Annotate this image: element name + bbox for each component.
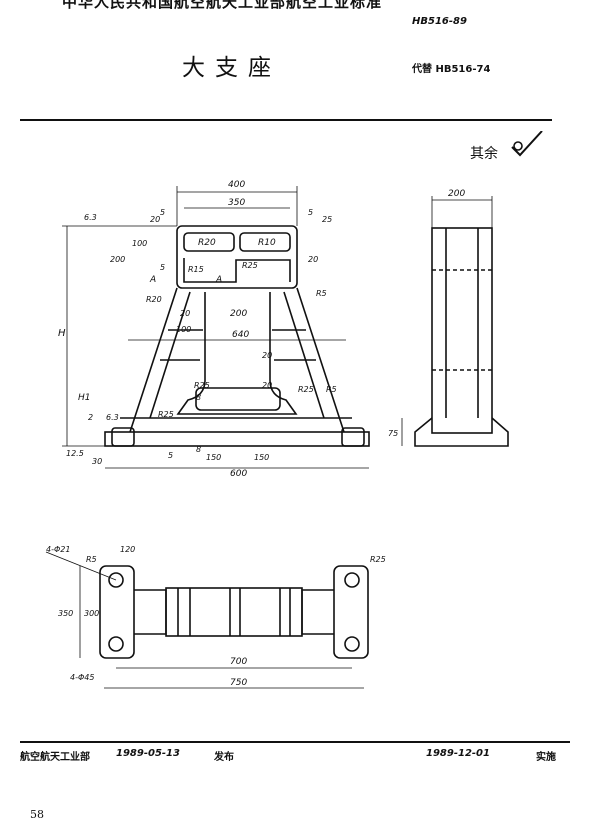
roughness-label: 其余	[470, 146, 498, 162]
plan-dim-350: 350	[58, 609, 73, 618]
dim-H: H	[58, 328, 66, 339]
section-A-right: A	[215, 275, 222, 285]
footer-rule	[20, 741, 570, 743]
org-header: 中华人民共和国航空航天工业部航空工业标准	[62, 0, 383, 11]
side-dim-200: 200	[448, 189, 465, 199]
plan-view	[99, 565, 369, 659]
dim-R25b: R25	[194, 381, 210, 390]
plan-dim-700: 700	[230, 657, 247, 667]
dim-600: 600	[230, 469, 247, 479]
footer-issue-label: 发布	[214, 752, 234, 763]
dim-150a: 150	[206, 453, 221, 462]
dim-8a: 8	[196, 393, 201, 402]
dim-200h: 200	[230, 309, 247, 319]
dim-R5: R5	[316, 289, 327, 298]
front-view	[104, 225, 370, 447]
dim-5c: 5	[160, 263, 165, 272]
dim-150b: 150	[254, 453, 269, 462]
dim-8b: 8	[196, 445, 201, 454]
standard-number: HB516-89	[412, 16, 467, 27]
footer-impl-date: 1989-12-01	[426, 748, 490, 759]
roughness-note: 其余	[470, 131, 543, 163]
dim-30: 30	[92, 457, 102, 466]
plan-4-phi21: 4-Φ21	[46, 545, 70, 554]
dim-12-5: 12.5	[66, 449, 84, 458]
dim-20b: 20	[308, 255, 318, 264]
page-title: 大支座	[182, 55, 281, 81]
dim-640: 640	[232, 330, 249, 340]
dim-R25d: R25	[158, 410, 174, 419]
dim-25: 25	[322, 215, 332, 224]
dim-R25c: R25	[298, 385, 314, 394]
dim-R15: R15	[188, 265, 204, 274]
dim-200v: 200	[110, 255, 125, 264]
dim-20c: 20	[180, 309, 190, 318]
dim-H1: H1	[78, 393, 91, 403]
dim-350: 350	[228, 198, 245, 208]
plan-dim-120: 120	[120, 545, 135, 554]
plan-dim-300: 300	[84, 609, 99, 618]
dim-R25a: R25	[242, 261, 258, 270]
dim-20e: 20	[262, 381, 272, 390]
page-number: 58	[30, 808, 44, 821]
dim-400: 400	[228, 180, 245, 190]
plan-dim-750: 750	[230, 678, 247, 688]
section-A-left: A	[149, 275, 156, 285]
plan-R25: R25	[370, 555, 386, 564]
dim-100b: 100	[176, 325, 191, 334]
plan-R5: R5	[86, 555, 97, 564]
dim-2: 2	[88, 413, 93, 422]
dim-20d: 20	[262, 351, 272, 360]
dim-R20b: R20	[146, 295, 162, 304]
dim-R10: R10	[258, 238, 276, 248]
side-dim-75: 75	[388, 429, 398, 438]
dim-20a: 20	[150, 215, 160, 224]
dim-6-3b: 6.3	[106, 413, 119, 422]
roughness-symbol-icon	[511, 131, 543, 157]
plan-4-phi45: 4-Φ45	[70, 673, 94, 682]
dim-6-3a: 6.3	[84, 213, 97, 222]
dim-5b: 5	[308, 208, 313, 217]
dim-5a: 5	[160, 208, 165, 217]
dim-R5b: R5	[326, 385, 337, 394]
footer-issue-date: 1989-05-13	[116, 748, 180, 759]
dim-5d: 5	[168, 451, 173, 460]
footer-impl-label: 实施	[536, 752, 556, 763]
dim-R20: R20	[198, 238, 216, 248]
side-view	[414, 227, 509, 447]
replaces-standard: 代替 HB516-74	[412, 64, 491, 75]
header-rule	[20, 119, 552, 121]
dim-100: 100	[132, 239, 147, 248]
footer-issuer: 航空航天工业部	[20, 752, 90, 763]
